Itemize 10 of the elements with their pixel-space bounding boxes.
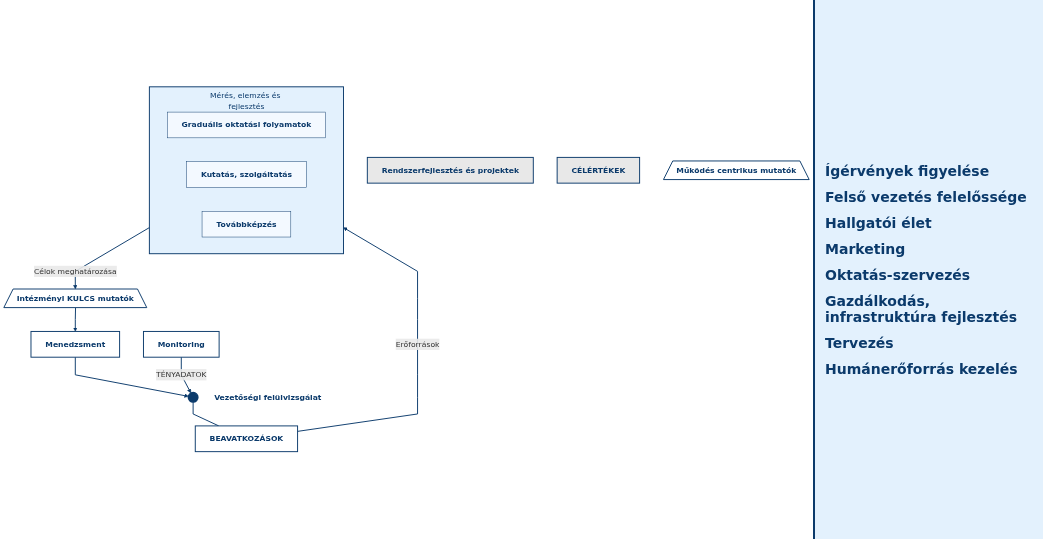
area-label: Felső vezetés felelőssége — [825, 188, 1028, 205]
area-label: Marketing — [825, 240, 907, 257]
node-circle — [187, 392, 199, 404]
area-label: Hallgatói élet — [825, 214, 933, 231]
area-label: Humánerőforrás kezelés — [825, 360, 1019, 377]
area-label: Oktatás-szervezés — [825, 266, 972, 283]
area-label: Tervezés — [825, 334, 895, 351]
area-label: Gazdálkodás, infrastruktúra fejlesztés — [825, 292, 1018, 325]
connector — [192, 401, 220, 427]
area-label: Ígérvények figyelése — [825, 162, 991, 179]
